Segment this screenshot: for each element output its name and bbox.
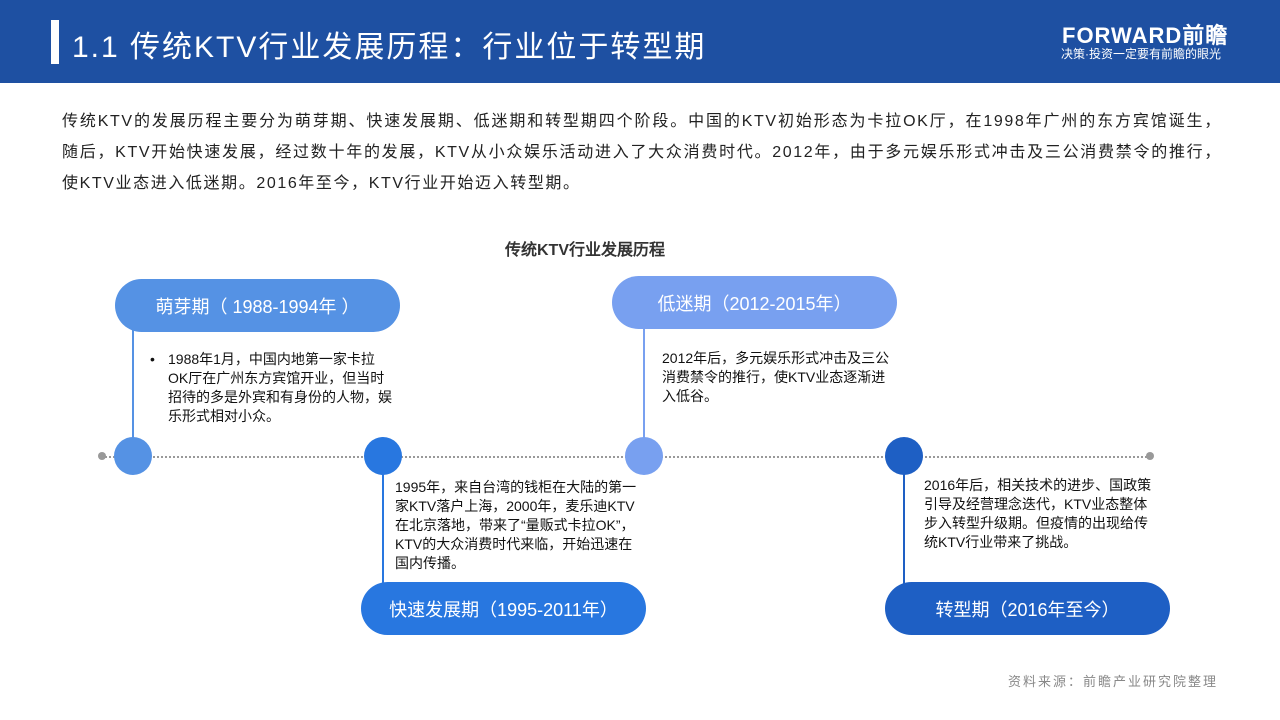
page-title: 1.1 传统KTV行业发展历程：行业位于转型期 <box>72 31 707 64</box>
stage-text-growth: 1995年，来自台湾的钱柜在大陆的第一家KTV落户上海，2000年，麦乐迪KTV… <box>395 479 637 571</box>
connector <box>132 330 134 440</box>
intro-paragraph: 传统KTV的发展历程主要分为萌芽期、快速发展期、低迷期和转型期四个阶段。中国的K… <box>62 113 1222 192</box>
stage-label-downturn: 低迷期（2012-2015年） <box>612 276 897 329</box>
header-bar: 1.1 传统KTV行业发展历程：行业位于转型期 FORWARD前瞻 决策·投资一… <box>0 0 1280 83</box>
logo: FORWARD前瞻 <box>1062 23 1229 48</box>
timeline-node <box>114 437 152 475</box>
stage-label-transition: 转型期（2016年至今） <box>885 582 1170 635</box>
stage-label-sprout: 萌芽期（ 1988-1994年 ） <box>115 279 400 332</box>
connector <box>643 327 645 440</box>
stage-text-sprout: 1988年1月，中国内地第一家卡拉OK厅在广州东方宾馆开业，但当时招待的多是外宾… <box>168 351 392 424</box>
timeline-node <box>625 437 663 475</box>
title-accent <box>51 20 59 64</box>
connector <box>382 470 384 585</box>
timeline-node <box>364 437 402 475</box>
stage-label-growth: 快速发展期（1995-2011年） <box>361 582 646 635</box>
timeline-start <box>98 452 106 460</box>
timeline-node <box>885 437 923 475</box>
connector <box>903 470 905 585</box>
stage-text-transition: 2016年后，相关技术的进步、国政策引导及经营理念迭代，KTV业态整体步入转型升… <box>924 477 1152 550</box>
source-note: 资料来源：前瞻产业研究院整理 <box>1007 674 1218 689</box>
bullet: • <box>150 351 155 367</box>
timeline-end <box>1146 452 1154 460</box>
chart-title: 传统KTV行业发展历程 <box>504 242 665 259</box>
stage-text-downturn: 2012年后，多元娱乐形式冲击及三公消费禁令的推行，使KTV业态逐渐进入低谷。 <box>662 350 890 404</box>
logo-slogan: 决策·投资一定要有前瞻的眼光 <box>1061 47 1221 61</box>
